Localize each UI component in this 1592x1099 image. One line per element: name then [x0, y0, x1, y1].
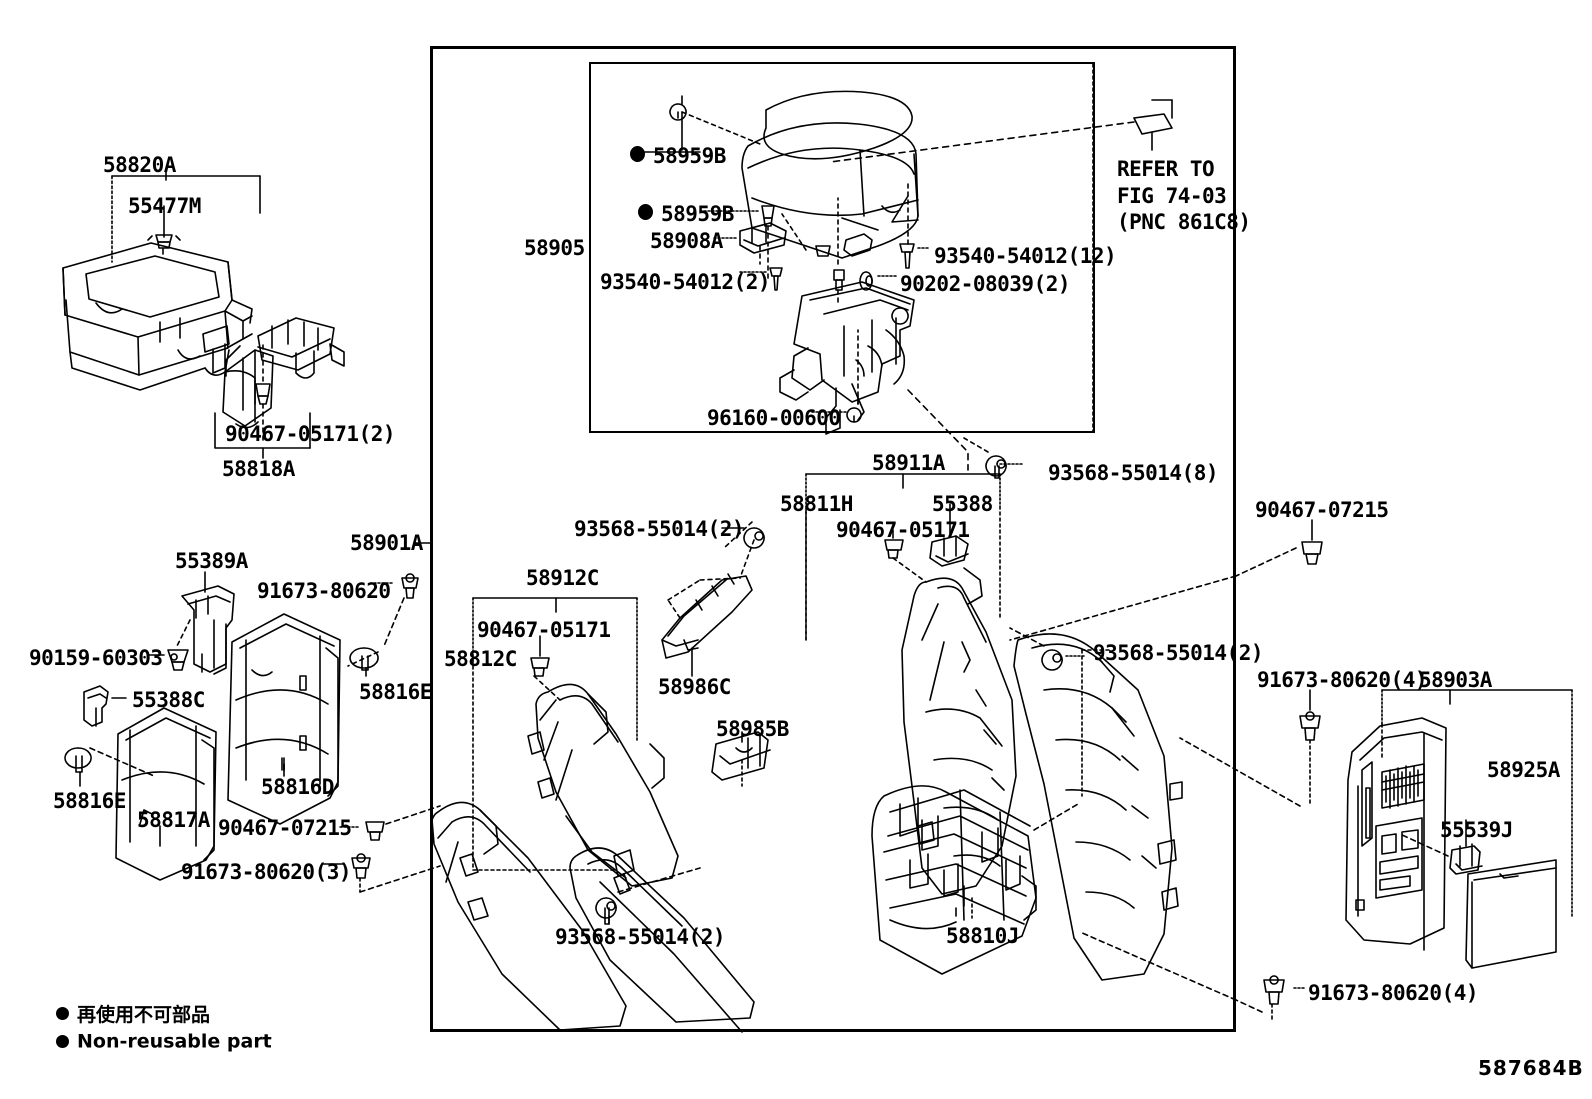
non-reusable-bullet-58959b-upper: [630, 146, 645, 162]
legend-non-reusable-jp: 再使用不可部品: [56, 1000, 210, 1027]
refer-to-line-2: FIG 74-03: [1117, 184, 1227, 208]
part-label-91673-80620-4a: 91673-80620(4): [1257, 668, 1428, 692]
non-reusable-bullet-58959b-lower: [638, 204, 653, 220]
part-label-55477m: 55477M: [128, 194, 201, 218]
legend-bullet-icon-jp: [56, 1007, 69, 1020]
part-label-90467-07215-r: 90467-07215: [1255, 498, 1389, 522]
part-label-58905: 58905: [524, 236, 585, 260]
legend-bullet-icon-en: [56, 1035, 69, 1048]
part-label-58820a: 58820A: [103, 153, 176, 177]
part-label-91673-80620-3: 91673-80620(3): [181, 860, 352, 884]
part-label-58818a: 58818A: [222, 457, 295, 481]
part-label-55389a: 55389A: [175, 549, 248, 573]
part-label-58810j: 58810J: [946, 924, 1019, 948]
part-label-58816e-left: 58816E: [53, 789, 126, 813]
part-label-58985b: 58985B: [716, 717, 789, 741]
refer-to-line-3: (PNC 861C8): [1117, 210, 1251, 234]
part-label-58986c: 58986C: [658, 675, 731, 699]
part-label-90467-07215-l: 90467-07215: [218, 816, 352, 840]
part-label-58811h: 58811H: [780, 492, 853, 516]
part-label-93568-55014-8: 93568-55014(8): [1048, 461, 1219, 485]
part-label-58908a: 58908A: [650, 229, 723, 253]
part-label-93540-54012-2: 93540-54012(2): [600, 270, 771, 294]
part-label-90202-08039-2: 90202-08039(2): [900, 272, 1071, 296]
part-label-55388c: 55388C: [132, 688, 205, 712]
part-label-91673-80620-4b: 91673-80620(4): [1308, 981, 1479, 1005]
diagram-id-code: 587684B: [1478, 1056, 1584, 1080]
legend-non-reusable-en: Non-reusable part: [56, 1030, 272, 1053]
part-label-93568-55014-2a: 93568-55014(2): [574, 517, 745, 541]
part-label-58816d: 58816D: [261, 775, 334, 799]
part-label-58959b-upper: 58959B: [653, 144, 726, 168]
part-label-58812c: 58812C: [444, 647, 517, 671]
part-label-55388: 55388: [932, 492, 993, 516]
part-label-58911a: 58911A: [872, 451, 945, 475]
inset-armrest-frame: [589, 62, 1095, 433]
part-label-58816e-right: 58816E: [359, 680, 432, 704]
part-label-93540-54012-12: 93540-54012(12): [934, 244, 1117, 268]
part-label-90467-05171-c: 90467-05171: [477, 618, 611, 642]
part-label-93568-55014-2c: 93568-55014(2): [1093, 641, 1264, 665]
part-label-58959b-lower: 58959B: [661, 202, 734, 226]
part-label-90467-05171-2: 90467-05171(2): [225, 422, 396, 446]
part-label-58817a: 58817A: [137, 808, 210, 832]
part-label-93568-55014-2b: 93568-55014(2): [555, 925, 726, 949]
part-label-58903a: 58903A: [1419, 668, 1492, 692]
part-label-58925a: 58925A: [1487, 758, 1560, 782]
refer-to-line-1: REFER TO: [1117, 157, 1215, 181]
part-label-90467-05171-b: 90467-05171: [836, 518, 970, 542]
part-label-58912c: 58912C: [526, 566, 599, 590]
part-label-96160-00600: 96160-00600: [707, 406, 841, 430]
part-label-58901a: 58901A: [350, 531, 423, 555]
part-label-90159-60303: 90159-60303: [29, 646, 163, 670]
main-diagram-frame: [430, 46, 1236, 1032]
part-label-91673-80620: 91673-80620: [257, 579, 391, 603]
part-label-55539j: 55539J: [1440, 818, 1513, 842]
